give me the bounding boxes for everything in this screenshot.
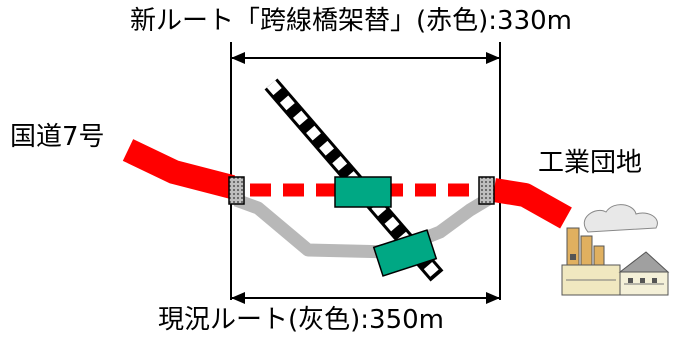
bridge-abutment-icon	[228, 176, 245, 205]
new-route-label: 新ルート「跨線橋架替」(赤色):330m	[130, 6, 573, 36]
dimension-arrow-left-bottom	[231, 292, 245, 304]
dimension-arrow-right-top	[486, 52, 500, 64]
industrial-park-label: 工業団地	[538, 148, 643, 178]
current-bridge-block	[372, 229, 438, 277]
industry-road-line	[492, 178, 572, 229]
new-bridge-block	[334, 176, 392, 208]
frame	[230, 42, 501, 304]
dimension-arrow-left-top	[231, 52, 245, 64]
dimension-arrow-right-bottom	[486, 292, 500, 304]
national-road-line	[122, 139, 236, 199]
factory-icon	[561, 204, 670, 296]
national-road-label: 国道7号	[10, 122, 105, 152]
current-route-label: 現況ルート(灰色):350m	[158, 305, 445, 335]
bridge-abutment-icon	[478, 176, 495, 205]
